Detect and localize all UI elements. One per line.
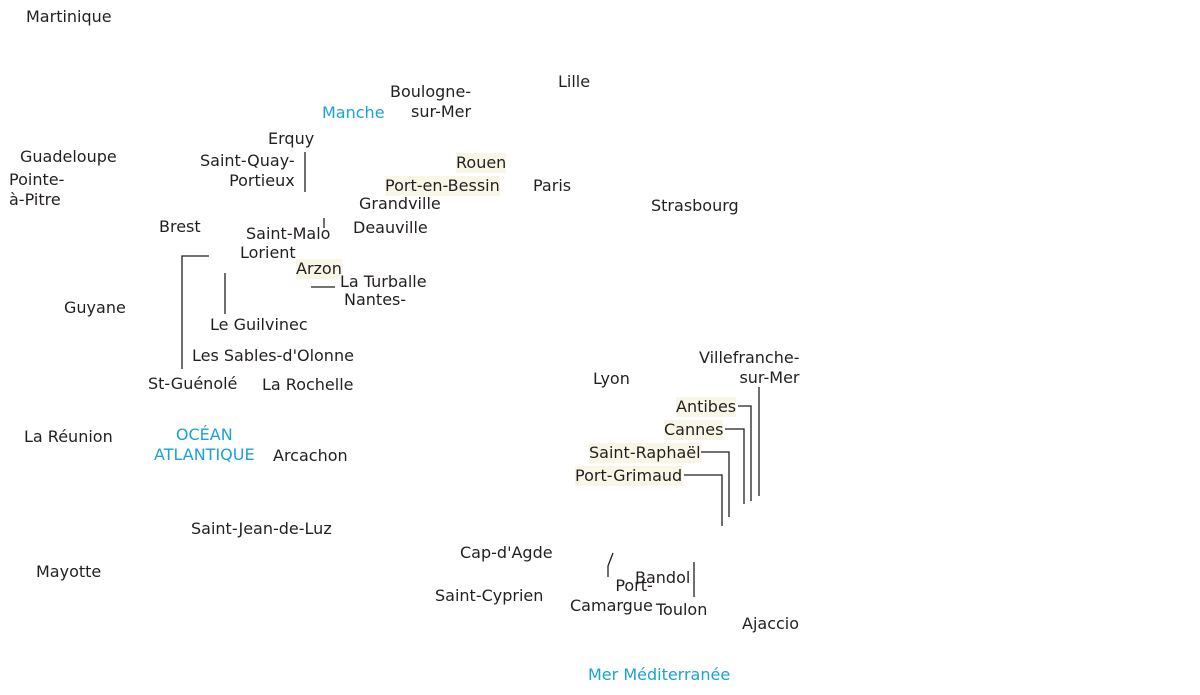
label-paris: Paris bbox=[533, 176, 572, 195]
label-la-reunion: La Réunion bbox=[24, 427, 113, 446]
label-saint-cyprien: Saint-Cyprien bbox=[435, 586, 544, 605]
label-martinique: Martinique bbox=[26, 7, 112, 26]
leader-line-cannes bbox=[725, 428, 745, 504]
label-erquy: Erquy bbox=[268, 129, 315, 148]
label-port-en-bessin: Port-en-Bessin bbox=[385, 176, 500, 196]
label-brest: Brest bbox=[159, 217, 201, 236]
label-pointe-a-pitre: Pointe- à-Pitre bbox=[9, 170, 65, 209]
label-toulon: Toulon bbox=[656, 600, 708, 619]
label-sea-mer-mediterranee: Mer Méditerranée bbox=[588, 665, 731, 684]
label-ajaccio: Ajaccio bbox=[742, 614, 800, 633]
label-la-rochelle: La Rochelle bbox=[262, 375, 354, 394]
label-arcachon: Arcachon bbox=[273, 446, 348, 465]
label-sea-ocean-atlantique: OCÉAN ATLANTIQUE bbox=[154, 425, 255, 464]
leader-line-antibes bbox=[738, 405, 752, 501]
label-lille: Lille bbox=[558, 72, 591, 91]
label-st-guenole: St-Guénolé bbox=[148, 374, 238, 393]
label-saint-raphael: Saint-Raphaël bbox=[589, 443, 701, 463]
label-grandville: Grandville bbox=[359, 194, 441, 213]
label-arzon: Arzon bbox=[296, 259, 342, 279]
label-port-camargue: Port- Camargue bbox=[570, 576, 653, 615]
label-cap-dagde: Cap-d'Agde bbox=[460, 543, 553, 562]
label-antibes: Antibes bbox=[676, 397, 737, 417]
label-saint-malo: Saint-Malo bbox=[246, 224, 331, 243]
label-saint-quay-portieux: Saint-Quay- Portieux bbox=[200, 151, 295, 190]
label-boulogne-sur-mer: Boulogne- sur-Mer bbox=[390, 82, 472, 121]
label-bandol: Bandol bbox=[635, 568, 691, 587]
label-rouen: Rouen bbox=[456, 153, 507, 173]
label-le-guilvinec: Le Guilvinec bbox=[210, 315, 308, 334]
label-guadeloupe: Guadeloupe bbox=[20, 147, 117, 166]
label-les-sables-dolonne: Les Sables-d'Olonne bbox=[192, 346, 354, 365]
label-lorient: Lorient bbox=[240, 243, 296, 262]
label-mayotte: Mayotte bbox=[36, 562, 102, 581]
label-saint-jean-de-luz: Saint-Jean-de-Luz bbox=[191, 519, 332, 538]
label-sea-manche: Manche bbox=[322, 103, 385, 122]
leader-line-port-camargue bbox=[607, 552, 614, 577]
label-nantes: Nantes- bbox=[344, 290, 407, 309]
leader-line-saint-raphael bbox=[700, 451, 730, 517]
label-la-turballe: La Turballe bbox=[340, 272, 427, 291]
label-strasbourg: Strasbourg bbox=[651, 196, 739, 215]
label-deauville: Deauville bbox=[353, 218, 428, 237]
leader-line-port-grimaud bbox=[684, 474, 723, 526]
label-lyon: Lyon bbox=[593, 369, 630, 388]
label-port-grimaud: Port-Grimaud bbox=[575, 466, 683, 486]
leader-line-st-guenole bbox=[181, 255, 209, 369]
label-villefranche-sur-mer: Villefranche- sur-Mer bbox=[699, 348, 800, 387]
label-cannes: Cannes bbox=[664, 420, 724, 440]
label-guyane: Guyane bbox=[64, 298, 126, 317]
